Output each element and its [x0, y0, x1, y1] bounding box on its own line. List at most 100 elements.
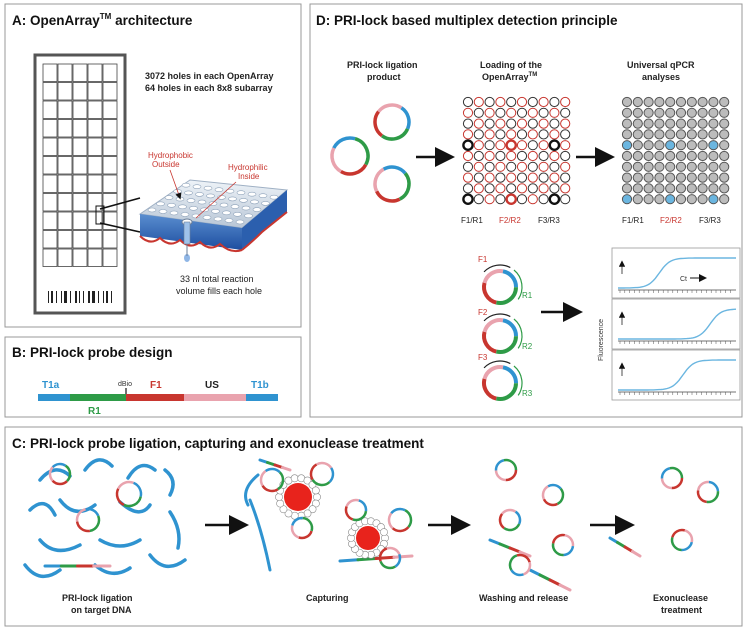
- array-well: [643, 183, 654, 194]
- plate-hole: [156, 201, 165, 207]
- probe-arc: [404, 509, 413, 528]
- probe-arc: [123, 496, 142, 508]
- probe-arc: [85, 507, 100, 517]
- subarray-cell: [42, 63, 58, 82]
- array-well: [549, 150, 560, 162]
- probe-arc: [505, 469, 518, 482]
- probe-arc: [684, 529, 694, 543]
- array-well: [527, 140, 538, 151]
- array-well: [665, 183, 676, 194]
- released-probe-4: [551, 533, 575, 557]
- array-well: [473, 140, 484, 151]
- array-well: [719, 118, 730, 129]
- array-well: [632, 194, 643, 205]
- primer-f3: F3: [478, 353, 488, 362]
- array-well: [654, 172, 665, 183]
- array-well: [686, 172, 697, 183]
- subarray-cell: [42, 156, 58, 175]
- array-well: [516, 161, 528, 172]
- ligation-product-3: [373, 165, 411, 203]
- primer-f1: F1: [478, 255, 488, 264]
- grid2-label-2: F2/R2: [660, 216, 682, 225]
- dna-strand: [83, 458, 114, 472]
- subarray-cell: [42, 248, 58, 267]
- col2-header-2: OpenArrayTM: [482, 72, 537, 82]
- array-well: [516, 150, 528, 162]
- probe-arc: [551, 533, 566, 544]
- probe-arc: [51, 479, 68, 486]
- plate-hole: [224, 218, 234, 223]
- label-r1: R1: [88, 406, 101, 417]
- plate-hole: [228, 196, 237, 202]
- loading-grid: [462, 96, 571, 205]
- probe-arc: [482, 331, 497, 354]
- panel-d-title: D: PRI-lock based multiplex detection pr…: [316, 13, 618, 28]
- array-well: [527, 107, 538, 118]
- probe-arc: [494, 470, 506, 482]
- array-well: [697, 140, 708, 151]
- captured-probe-6: [378, 546, 402, 570]
- array-well: [665, 172, 676, 183]
- array-well: [495, 194, 506, 205]
- grid1-label-1: F1/R1: [461, 216, 483, 225]
- amplification-plots: [611, 247, 741, 401]
- array-well: [527, 129, 538, 140]
- probe-arc: [394, 553, 402, 568]
- subarray-cell: [87, 248, 103, 267]
- plate-hole: [214, 187, 224, 192]
- array-well: [538, 118, 549, 129]
- primer-r3: R3: [522, 389, 533, 398]
- subarray-cell: [102, 119, 118, 138]
- col3-header-1: Universal qPCR: [627, 60, 695, 70]
- array-well: [506, 150, 517, 162]
- plate-hole: [195, 192, 204, 197]
- probe-arc: [373, 110, 384, 138]
- probe-arc: [75, 508, 87, 522]
- plate-hole: [250, 199, 259, 205]
- probe-arc: [563, 545, 575, 557]
- array-well: [484, 161, 495, 172]
- linear-probe-6: [608, 536, 642, 558]
- array-well: [708, 118, 719, 129]
- array-well: [484, 140, 495, 151]
- probe-arc: [547, 483, 562, 490]
- array-well: [506, 107, 517, 118]
- fluorescence-label: Fluorescence: [598, 319, 605, 361]
- probe-arc: [354, 137, 370, 166]
- array-well: [675, 150, 687, 162]
- captured-probe-1: [259, 467, 285, 493]
- subarray-cell: [72, 174, 88, 193]
- probe-arc: [522, 561, 532, 576]
- col3-header-2: analyses: [642, 72, 680, 82]
- array-well: [516, 96, 528, 108]
- array-well: [548, 139, 561, 151]
- probe-arc: [358, 499, 368, 512]
- ct-label: Ct: [680, 276, 687, 283]
- array-well: [462, 139, 474, 151]
- array-well: [654, 183, 665, 194]
- probe-arc: [482, 269, 504, 284]
- array-well: [484, 150, 495, 162]
- dna-strand: [38, 468, 72, 482]
- probe-arc: [495, 287, 518, 305]
- probe-arc: [387, 512, 394, 530]
- array-well: [560, 118, 571, 129]
- array-well: [643, 107, 654, 118]
- linear-probe-4: [528, 568, 572, 592]
- subarray-cell: [42, 137, 58, 156]
- array-well: [462, 161, 474, 172]
- dna-strand: [58, 498, 97, 514]
- bound-probe-3: [75, 507, 101, 533]
- array-well: [621, 118, 633, 129]
- barcode-bar: [48, 291, 49, 303]
- array-well: [506, 118, 517, 129]
- array-well: [708, 107, 719, 118]
- probe-arc: [277, 471, 285, 491]
- array-well: [719, 96, 730, 108]
- plate-hole: [197, 199, 207, 205]
- array-well: [462, 129, 474, 140]
- barcode-bar: [92, 291, 95, 303]
- array-well: [516, 140, 528, 151]
- array-well: [516, 183, 528, 194]
- array-well: [549, 183, 560, 194]
